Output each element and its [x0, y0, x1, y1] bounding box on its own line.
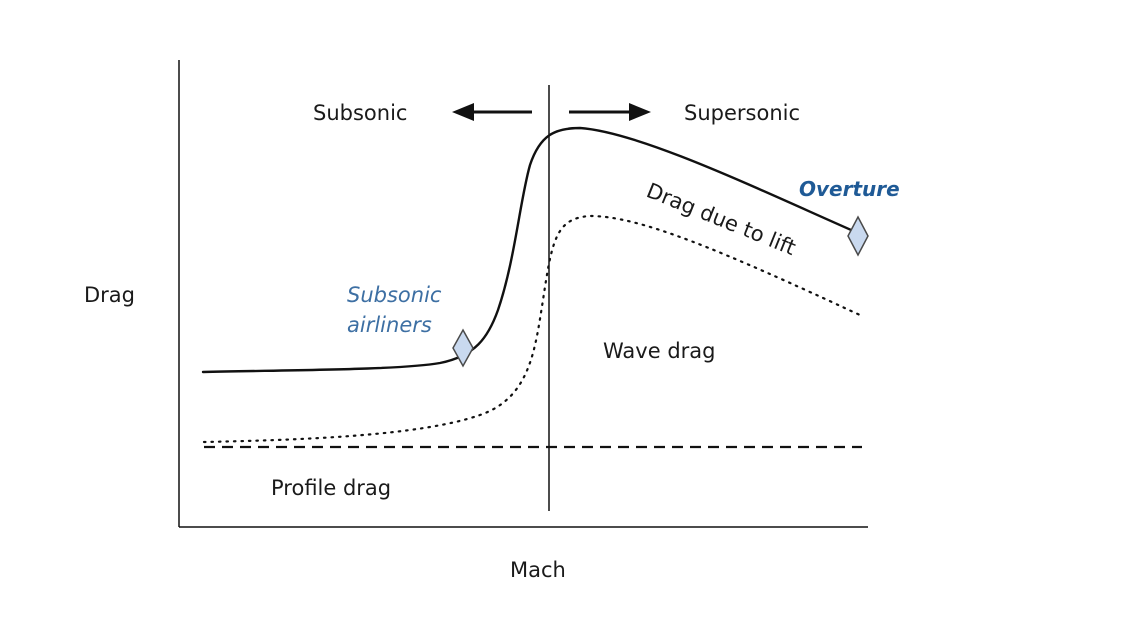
overture-marker — [847, 215, 869, 257]
x-axis-label: Mach — [510, 558, 566, 582]
overture-label: Overture — [799, 177, 900, 201]
subsonic-arrow — [452, 103, 532, 121]
subsonic-airliners-label-line1: Subsonic — [347, 283, 442, 307]
supersonic-region-label: Supersonic — [684, 101, 800, 125]
subsonic-region-label: Subsonic — [313, 101, 407, 125]
subsonic-airliners-label-line2: airliners — [347, 313, 432, 337]
subsonic-airliners-marker — [452, 328, 474, 368]
drag-due-to-lift-label: Drag due to lift — [643, 178, 799, 260]
profile-drag-label: Profile drag — [271, 476, 391, 500]
wave-drag-curve — [202, 214, 864, 444]
y-axis-label: Drag — [84, 283, 135, 307]
wave-drag-label: Wave drag — [603, 339, 715, 363]
supersonic-arrow — [569, 103, 651, 121]
total-drag-curve — [201, 126, 860, 374]
